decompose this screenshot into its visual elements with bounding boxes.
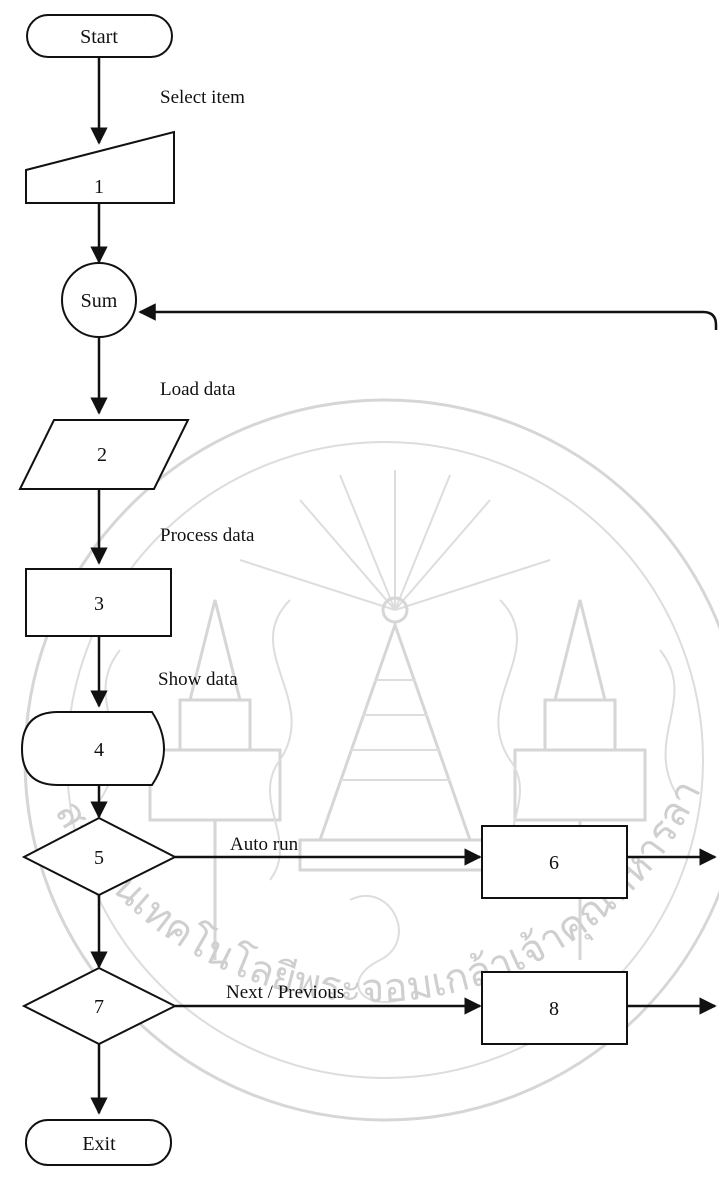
exit-text: Exit bbox=[82, 1133, 116, 1155]
label-show-data: Show data bbox=[158, 669, 238, 690]
connectors bbox=[99, 57, 716, 1113]
label-auto-run: Auto run bbox=[230, 834, 299, 855]
sum-text: Sum bbox=[81, 290, 118, 312]
node-6-text: 6 bbox=[549, 852, 559, 874]
node-2-text: 2 bbox=[97, 444, 107, 466]
exit-terminator: Exit bbox=[26, 1120, 171, 1165]
label-select-item: Select item bbox=[160, 87, 245, 108]
node-3-process: 3 bbox=[26, 569, 171, 636]
sum-connector: Sum bbox=[62, 263, 136, 337]
label-load-data: Load data bbox=[160, 379, 236, 400]
start-terminator: Start bbox=[27, 15, 172, 57]
label-process-data: Process data bbox=[160, 525, 255, 546]
node-2-data: 2 bbox=[20, 420, 188, 489]
arrow-loop-to-sum bbox=[140, 312, 716, 330]
node-7-decision: 7 bbox=[24, 968, 175, 1044]
start-text: Start bbox=[80, 26, 118, 48]
node-5-decision: 5 bbox=[24, 818, 175, 895]
node-7-text: 7 bbox=[94, 996, 104, 1018]
node-4-text: 4 bbox=[94, 739, 104, 761]
node-6-process: 6 bbox=[482, 826, 627, 898]
node-4-display: 4 bbox=[22, 712, 164, 785]
label-next-previous: Next / Previous bbox=[226, 982, 344, 1003]
node-1-text: 1 bbox=[94, 176, 104, 198]
node-5-text: 5 bbox=[94, 847, 104, 869]
node-8-process: 8 bbox=[482, 972, 627, 1044]
node-3-text: 3 bbox=[94, 593, 104, 615]
node-8-text: 8 bbox=[549, 998, 559, 1020]
